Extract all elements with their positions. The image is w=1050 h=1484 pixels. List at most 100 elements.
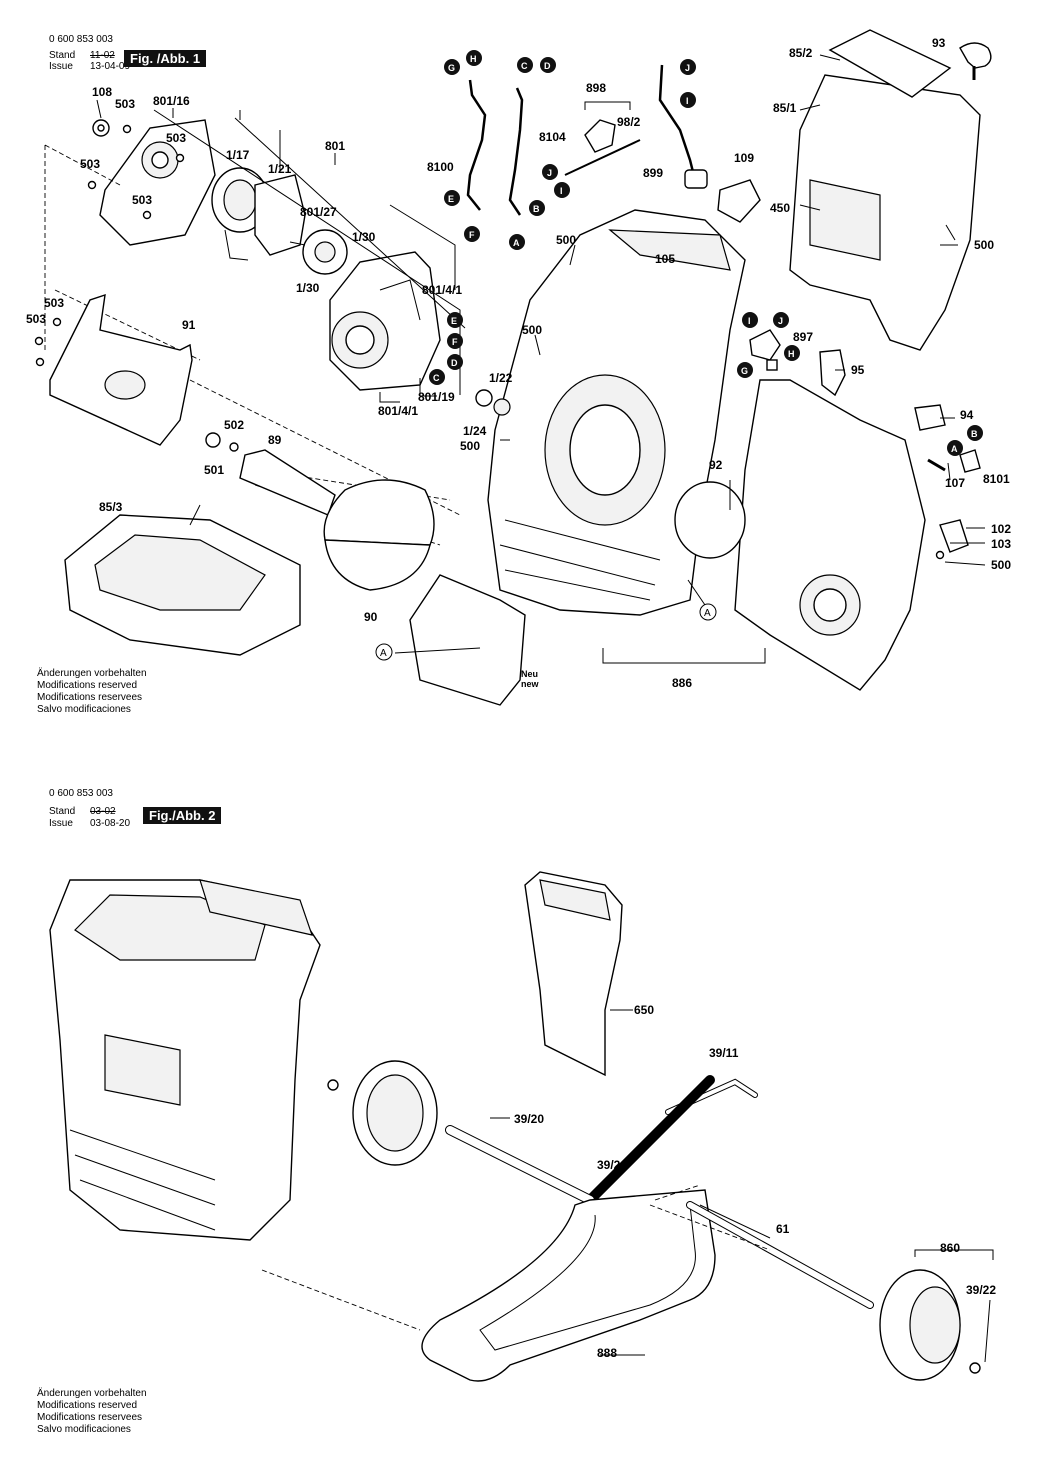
blade-89 [239,449,336,516]
callout-I2: I [560,186,563,196]
callout-E2: E [451,316,457,326]
label-450: 450 [770,201,791,215]
callout-A1: A [513,238,520,248]
callout-E1: E [448,194,454,204]
callout-D1: D [544,61,551,71]
label-801-4-1a: 801/4/1 [422,283,463,297]
label-new: new [521,679,539,689]
label-85-2: 85/2 [789,46,813,60]
fig2-disclaimer-fr: Modifications reservees [37,1412,143,1423]
callout-G2: G [741,366,748,376]
label-503e: 503 [44,296,65,310]
switch-898 [584,119,616,153]
label-98-2: 98/2 [617,115,641,129]
label-1-30b: 1/30 [296,281,320,295]
part-102 [939,519,969,553]
label-94: 94 [960,408,974,422]
label-500d: 500 [974,238,995,252]
label-503b: 503 [166,131,187,145]
switch-897 [749,329,781,361]
lid-85-2 [828,29,952,98]
label-95: 95 [851,363,865,377]
callout-J2: J [547,168,552,178]
label-105: 105 [655,252,676,266]
label-107: 107 [945,476,966,490]
callout-I1: I [686,96,689,106]
fig1-part-number: 0 600 853 003 [49,34,113,45]
hopper-85-1 [789,74,981,351]
label-91: 91 [182,318,196,332]
leader-lines-fig1 [96,54,986,654]
fig2-stand-value: 03-02 [90,806,116,817]
label-886: 886 [672,676,693,690]
fig2-issue-label: Issue [49,818,73,829]
gear-1-22 [493,398,511,416]
part-94 [914,404,946,431]
callout-F2: F [452,337,458,347]
label-1-22: 1/22 [489,371,513,385]
part-95 [819,349,846,397]
label-503c: 503 [80,157,101,171]
label-1-30a: 1/30 [352,230,376,244]
callout-D2: D [451,358,458,368]
knob-501 [205,432,221,448]
label-8100: 8100 [427,160,454,174]
label-502: 502 [224,418,245,432]
callout-I3: I [748,316,751,326]
callout-A3: A [380,648,387,659]
label-801-16: 801/16 [153,94,190,108]
label-503a: 503 [115,97,136,111]
callout-A4: A [704,608,711,619]
label-92: 92 [709,458,723,472]
fig2-disclaimer-de: Änderungen vorbehalten [37,1388,147,1399]
washer-502 [229,442,239,452]
label-39-22: 39/22 [966,1283,997,1297]
callout-C2: C [433,373,440,383]
label-801-19: 801/19 [418,390,455,404]
label-888: 888 [597,1346,618,1360]
label-898: 898 [586,81,607,95]
fig1-disclaimer-en: Modifications reserved [37,680,138,691]
fig1-title: Fig. /Abb. 1 [124,50,207,67]
label-650: 650 [634,1003,655,1017]
label-103: 103 [991,537,1012,551]
label-61: 61 [776,1222,790,1236]
label-500c: 500 [460,439,481,453]
fig1-disclaimer-es: Salvo modificaciones [37,704,131,715]
label-39-20b: 39/20 [597,1158,628,1172]
knob-93 [959,42,992,69]
label-90: 90 [364,610,378,624]
callout-F1: F [469,230,475,240]
label-neu: Neu [521,669,539,679]
fig1-disclaimer-de: Änderungen vorbehalten [37,668,147,679]
label-801-4-1b: 801/4/1 [378,404,419,418]
callout-B1: B [533,204,540,214]
disc-90 [323,479,435,546]
label-501: 501 [204,463,225,477]
callout-G1: G [448,63,455,73]
label-89: 89 [268,433,282,447]
hopper-650 [524,871,623,1077]
rod-8100 [466,79,487,211]
label-503f: 503 [26,312,47,326]
plate-92 [674,481,746,559]
label-500a: 500 [556,233,577,247]
callout-C1: C [521,61,528,71]
frame-888 [421,1189,716,1382]
fig1-stand-label: Stand [49,50,76,61]
callout-H1: H [470,54,477,64]
fig2-disclaimer-es: Salvo modificaciones [37,1424,131,1435]
label-801-27: 801/27 [300,205,337,219]
label-102: 102 [991,522,1012,536]
fig2-issue-value: 03-08-20 [90,818,131,829]
label-899: 899 [643,166,664,180]
bearing-1-24 [475,389,493,407]
fig2-disclaimer-en: Modifications reserved [37,1400,138,1411]
label-39-11: 39/11 [709,1046,739,1060]
label-1-24: 1/24 [463,424,487,438]
cable-899 [658,64,697,181]
label-500b: 500 [522,323,543,337]
label-85-3: 85/3 [99,500,123,514]
side-cover-886 [734,379,926,691]
screws-503 [34,124,185,367]
